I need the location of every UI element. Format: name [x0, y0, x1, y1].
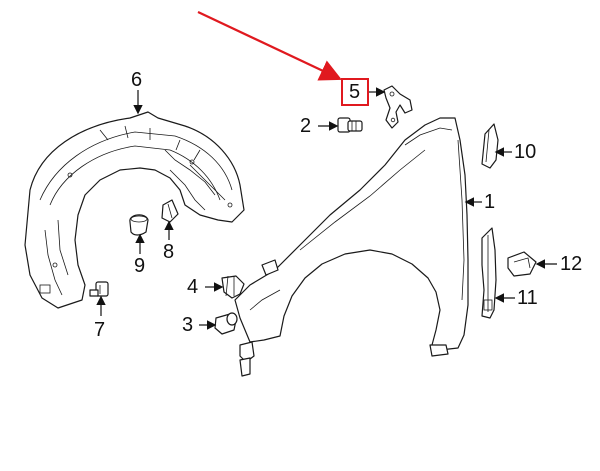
callout-1: 1	[484, 191, 496, 213]
leader-lines	[96, 87, 557, 330]
callout-11: 11	[517, 287, 538, 309]
part-1-fender	[234, 117, 469, 377]
part-2-bolt	[337, 117, 363, 133]
part-5-bracket	[383, 85, 413, 129]
part-6-fender-liner	[24, 111, 245, 309]
part-9-clip	[129, 214, 149, 236]
part-8-clip	[161, 199, 179, 223]
callout-6: 6	[131, 69, 143, 91]
callout-2: 2	[300, 115, 312, 137]
callout-5-highlight-box	[341, 78, 369, 106]
callout-12: 12	[560, 253, 583, 275]
part-4-clip	[221, 275, 245, 299]
callout-9: 9	[134, 255, 146, 277]
part-10-trim	[481, 123, 499, 169]
callout-3: 3	[182, 314, 194, 336]
part-7-bolt	[89, 281, 109, 297]
callout-4: 4	[187, 276, 199, 298]
callout-8: 8	[163, 241, 175, 263]
part-3-grommet	[214, 312, 238, 335]
part-12-clip	[507, 251, 537, 277]
part-11-seal	[481, 227, 497, 319]
red-pointer-arrow	[197, 11, 342, 81]
callout-10: 10	[514, 141, 537, 163]
callout-5: 5	[349, 81, 361, 103]
callout-7: 7	[94, 319, 106, 341]
